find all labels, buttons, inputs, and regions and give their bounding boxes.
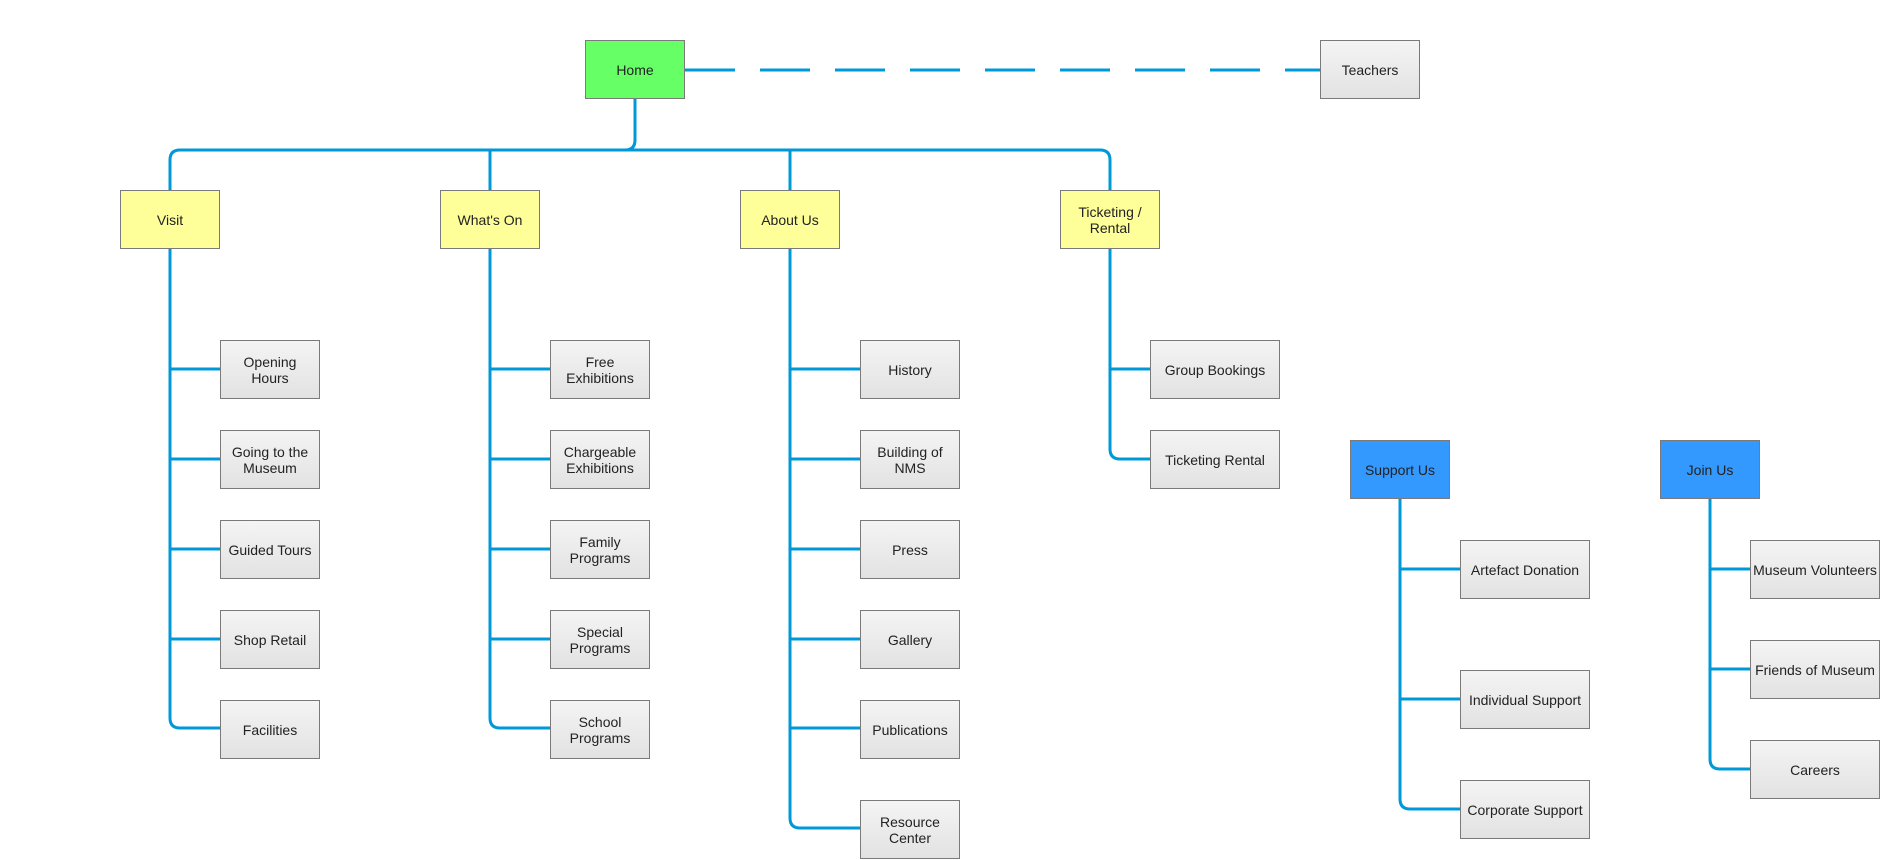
node-school-programs[interactable]: School Programs bbox=[550, 700, 650, 759]
node-ticketing-rental-page[interactable]: Ticketing Rental bbox=[1150, 430, 1280, 489]
node-individual-support[interactable]: Individual Support bbox=[1460, 670, 1590, 729]
connector-support-us-trunk bbox=[1398, 499, 1460, 811]
node-whats-on[interactable]: What's On bbox=[440, 190, 540, 249]
connector-whats-on-trunk bbox=[488, 249, 550, 730]
node-resource-center[interactable]: Resource Center bbox=[860, 800, 960, 859]
node-teachers[interactable]: Teachers bbox=[1320, 40, 1420, 99]
node-free-exhibitions[interactable]: Free Exhibitions bbox=[550, 340, 650, 399]
node-special-programs[interactable]: Special Programs bbox=[550, 610, 650, 669]
node-shop-retail[interactable]: Shop Retail bbox=[220, 610, 320, 669]
node-friends-of-museum[interactable]: Friends of Museum bbox=[1750, 640, 1880, 699]
connector-join-us-trunk bbox=[1708, 499, 1750, 771]
connector-home-bus bbox=[624, 99, 637, 152]
connector-about-us-trunk bbox=[788, 249, 860, 830]
node-history[interactable]: History bbox=[860, 340, 960, 399]
node-about-us[interactable]: About Us bbox=[740, 190, 840, 249]
connector-visit-trunk bbox=[168, 249, 220, 730]
node-visit[interactable]: Visit bbox=[120, 190, 220, 249]
node-facilities[interactable]: Facilities bbox=[220, 700, 320, 759]
connector-bus-ticketing bbox=[1099, 148, 1112, 190]
node-corporate-support[interactable]: Corporate Support bbox=[1460, 780, 1590, 839]
node-group-bookings[interactable]: Group Bookings bbox=[1150, 340, 1280, 399]
node-home[interactable]: Home bbox=[585, 40, 685, 99]
node-gallery[interactable]: Gallery bbox=[860, 610, 960, 669]
node-press[interactable]: Press bbox=[860, 520, 960, 579]
node-family-programs[interactable]: Family Programs bbox=[550, 520, 650, 579]
connector-ticketing-trunk bbox=[1108, 249, 1150, 461]
node-ticketing-rental[interactable]: Ticketing / Rental bbox=[1060, 190, 1160, 249]
node-going-to-the-museum[interactable]: Going to the Museum bbox=[220, 430, 320, 489]
node-building-of-nms[interactable]: Building of NMS bbox=[860, 430, 960, 489]
node-support-us[interactable]: Support Us bbox=[1350, 440, 1450, 499]
node-publications[interactable]: Publications bbox=[860, 700, 960, 759]
node-join-us[interactable]: Join Us bbox=[1660, 440, 1760, 499]
node-guided-tours[interactable]: Guided Tours bbox=[220, 520, 320, 579]
node-opening-hours[interactable]: Opening Hours bbox=[220, 340, 320, 399]
node-chargeable-exhibitions[interactable]: Chargeable Exhibitions bbox=[550, 430, 650, 489]
node-careers[interactable]: Careers bbox=[1750, 740, 1880, 799]
node-artefact-donation[interactable]: Artefact Donation bbox=[1460, 540, 1590, 599]
node-museum-volunteers[interactable]: Museum Volunteers bbox=[1750, 540, 1880, 599]
connector-bus-visit bbox=[168, 148, 181, 190]
